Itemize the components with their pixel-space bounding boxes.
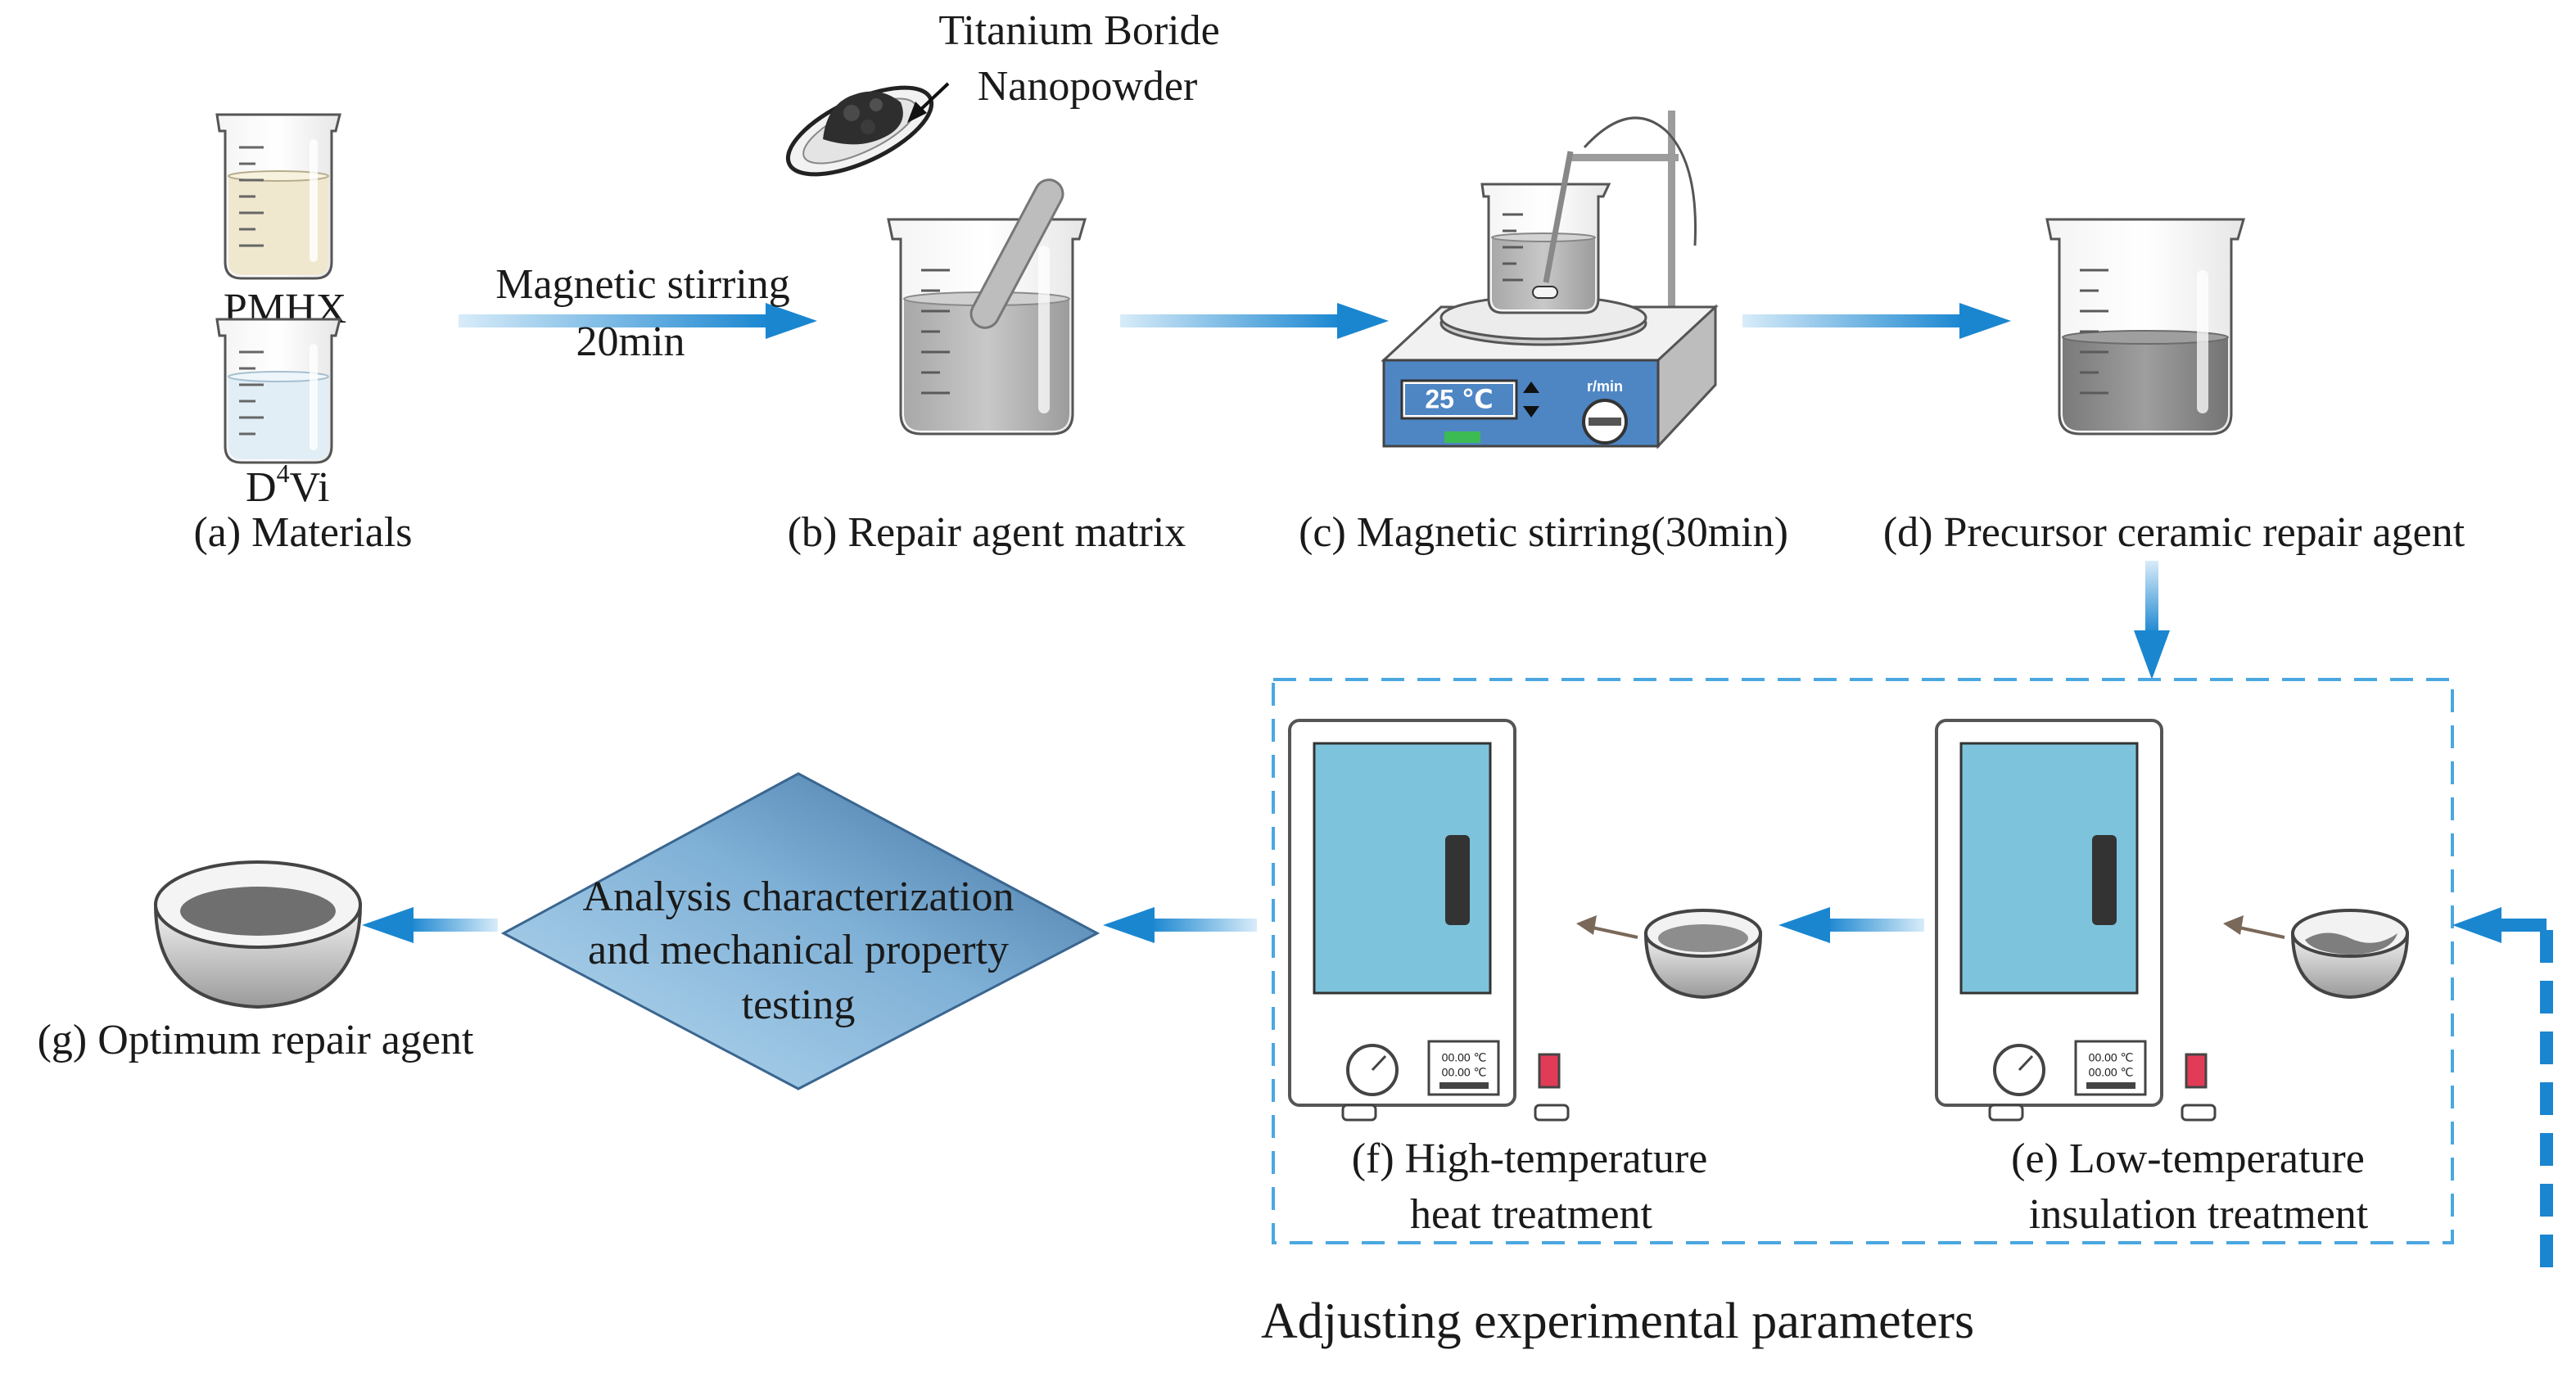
label-analysis-line1: Analysis characterization (583, 874, 1015, 920)
label-high-temp-line1: (f) High-temperature (1352, 1135, 1708, 1182)
arrow-a-to-b (459, 303, 817, 339)
oven-f-readout-2: 00.00 ℃ (1442, 1066, 1487, 1079)
nanopowder-pointer-arrow (907, 82, 950, 123)
stirrer-speed-label: r/min (1587, 378, 1623, 395)
label-precursor: (d) Precursor ceramic repair agent (1883, 509, 2465, 556)
oven-e-readout-2: 00.00 ℃ (2089, 1066, 2134, 1079)
label-adjusting-parameters: Adjusting experimental parameters (1261, 1293, 1974, 1349)
oven-low-temperature: 00.00 ℃ 00.00 ℃ (1935, 719, 2217, 1122)
label-low-temp-line1: (e) Low-temperature (2011, 1135, 2365, 1182)
feedback-loop (794, 907, 2553, 1274)
label-analysis-line3: testing (742, 982, 856, 1028)
nanopowder-dish (785, 85, 934, 177)
arrow-into-oven-f (1576, 915, 1638, 939)
analysis-diamond (500, 772, 1100, 1090)
magnetic-stirrer: 25 ℃ r/min (1381, 111, 1719, 449)
beaker-repair-matrix (887, 178, 1087, 436)
label-nanopowder: Nanopowder (978, 63, 1198, 110)
arrow-analysis-to-g (362, 907, 498, 943)
bowl-into-oven-f (1643, 909, 1763, 1000)
oven-e-readout-1: 00.00 ℃ (2089, 1051, 2134, 1064)
label-stir-20min-line1: Magnetic stirring (495, 261, 790, 308)
bowl-optimum (153, 860, 363, 1009)
label-stir-20min-line2: 20min (576, 318, 685, 365)
arrow-c-to-d (1742, 303, 2011, 339)
label-d4vi: D4Vi (246, 458, 329, 511)
stirrer-temperature-readout: 25 ℃ (1425, 384, 1493, 413)
beaker-pmhx (215, 113, 341, 280)
label-analysis-line2: and mechanical property (588, 927, 1009, 973)
arrow-f-to-analysis (1103, 907, 1257, 943)
label-titanium-boride: Titanium Boride (938, 7, 1219, 54)
label-optimum: (g) Optimum repair agent (38, 1017, 474, 1063)
arrow-b-to-c (1120, 303, 1389, 339)
heat-treatment-group-box (1272, 678, 2454, 1244)
oven-f-readout-1: 00.00 ℃ (1442, 1051, 1487, 1064)
label-repair-matrix: (b) Repair agent matrix (788, 509, 1186, 556)
arrow-d-down (2134, 561, 2170, 679)
label-high-temp-line2: heat treatment (1410, 1191, 1653, 1238)
oven-high-temperature: 00.00 ℃ 00.00 ℃ (1288, 719, 1570, 1122)
beaker-precursor (2045, 218, 2245, 436)
bowl-into-oven-e (2290, 909, 2410, 1000)
label-magnetic-stirring: (c) Magnetic stirring(30min) (1299, 509, 1788, 556)
beaker-d4vi (215, 318, 341, 464)
arrow-e-to-f (1778, 907, 1924, 943)
arrow-into-oven-e (2223, 915, 2285, 939)
label-low-temp-line2: insulation treatment (2029, 1191, 2369, 1238)
label-materials: (a) Materials (193, 509, 412, 556)
